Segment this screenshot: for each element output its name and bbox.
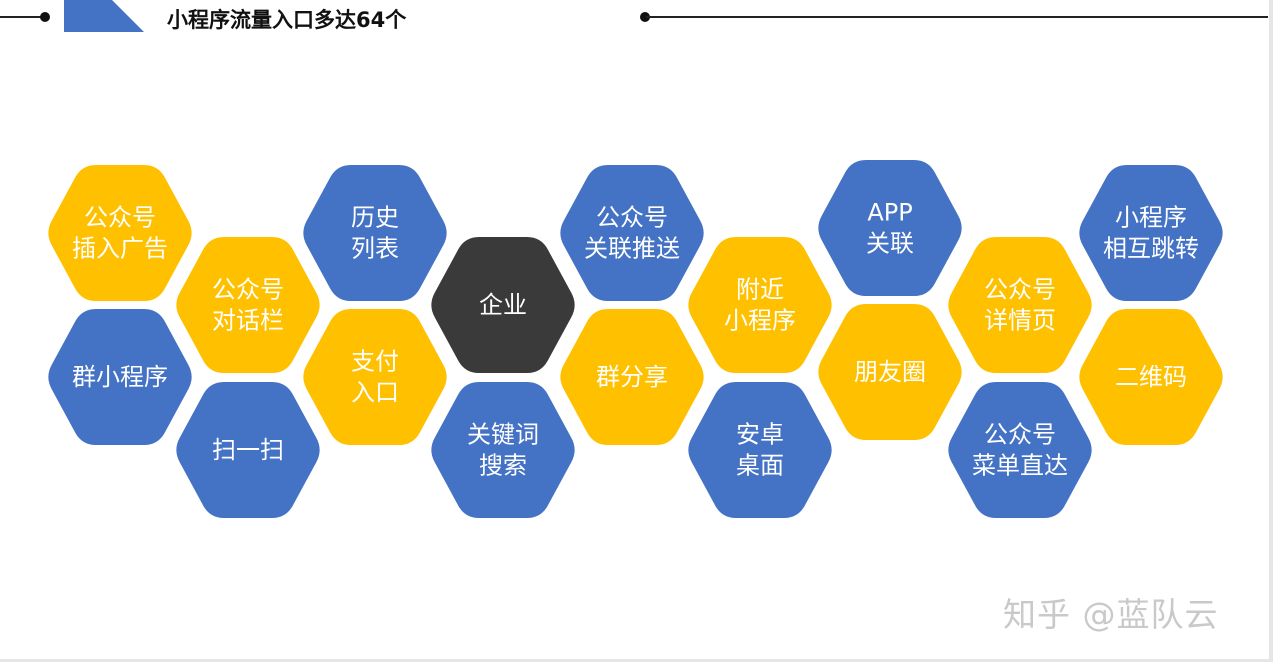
hexagon-shape (1079, 165, 1223, 301)
hexagon-qrcode: 二维码 (1079, 309, 1223, 445)
header-dot-left (40, 12, 50, 22)
hexagon-label: 列表 (351, 235, 399, 263)
bottom-edge (0, 659, 1273, 662)
hexagon-shape (688, 237, 832, 373)
header-line-right (646, 16, 1268, 18)
hexagon-shape (688, 382, 832, 518)
hexagon-label: 扫一扫 (212, 436, 284, 464)
hexagon-label: 小程序 (1115, 204, 1187, 232)
hexagon-shape (48, 165, 192, 301)
hexagon-shape (48, 309, 192, 445)
hexagon-enterprise: 企业 (431, 237, 575, 373)
hexagon-label: 群小程序 (72, 363, 168, 391)
hexagon-label: 历史 (351, 204, 399, 232)
hexagon-shape (303, 309, 447, 445)
hexagon-shape (176, 237, 320, 373)
hexagon-shape (948, 237, 1092, 373)
hexagon-qun: 群小程序 (48, 309, 192, 445)
hexagon-label: 公众号 (212, 276, 284, 304)
header-accent-shape (64, 0, 144, 32)
hexagon-label: 关键词 (467, 421, 539, 449)
hexagon-label: 详情页 (984, 307, 1056, 335)
hexagon-share: 群分享 (560, 309, 704, 445)
hexagon-label: 公众号 (984, 421, 1056, 449)
hexagon-label: 搜索 (479, 452, 527, 480)
hexagon-scan: 扫一扫 (176, 382, 320, 518)
hexagon-label: 小程序 (724, 307, 796, 335)
hexagon-shape (176, 382, 320, 518)
hexagon-label: 菜单直达 (972, 452, 1068, 480)
header-line-left (0, 16, 46, 18)
hexagon-label: 公众号 (984, 276, 1056, 304)
hexagon-label: 群分享 (596, 363, 668, 391)
hexagon-label: 桌面 (736, 452, 784, 480)
right-edge (1269, 0, 1273, 662)
hexagon-label: 关联 (866, 230, 914, 258)
hexagon-label: 插入广告 (72, 235, 168, 263)
hexagon-label: 企业 (479, 291, 527, 319)
hexagon-app: APP 关联 (818, 160, 962, 296)
hexagon-shape (431, 237, 575, 373)
hexagon-moments: 朋友圈 (818, 304, 962, 440)
hexagon-label: 公众号 (596, 204, 668, 232)
hexagon-label: 公众号 (84, 204, 156, 232)
hexagon-shape (818, 160, 962, 296)
hexagon-label: 关联推送 (584, 235, 680, 263)
hexagon-label: APP (867, 199, 912, 227)
hexagon-label: 入口 (351, 379, 399, 407)
hexagon-shape (818, 304, 962, 440)
hexagon-label: 相互跳转 (1103, 235, 1199, 263)
hexagon-shape (560, 309, 704, 445)
hexagon-shape (1079, 309, 1223, 445)
header-dot-right (640, 12, 650, 22)
hexagon-shape (560, 165, 704, 301)
hexagon-label: 二维码 (1115, 363, 1187, 391)
hexagon-label: 支付 (351, 348, 399, 376)
hexagon-label: 对话栏 (212, 307, 284, 335)
watermark: 知乎 @蓝队云 (1003, 595, 1219, 634)
hexagon-label: 安卓 (736, 421, 784, 449)
hexagon-shape (303, 165, 447, 301)
hexagon-label: 朋友圈 (854, 358, 926, 386)
hexagon-label: 附近 (736, 276, 784, 304)
hexagon-shape (948, 382, 1092, 518)
page-title: 小程序流量入口多达64个 (167, 8, 407, 32)
hexagon-shape (431, 382, 575, 518)
